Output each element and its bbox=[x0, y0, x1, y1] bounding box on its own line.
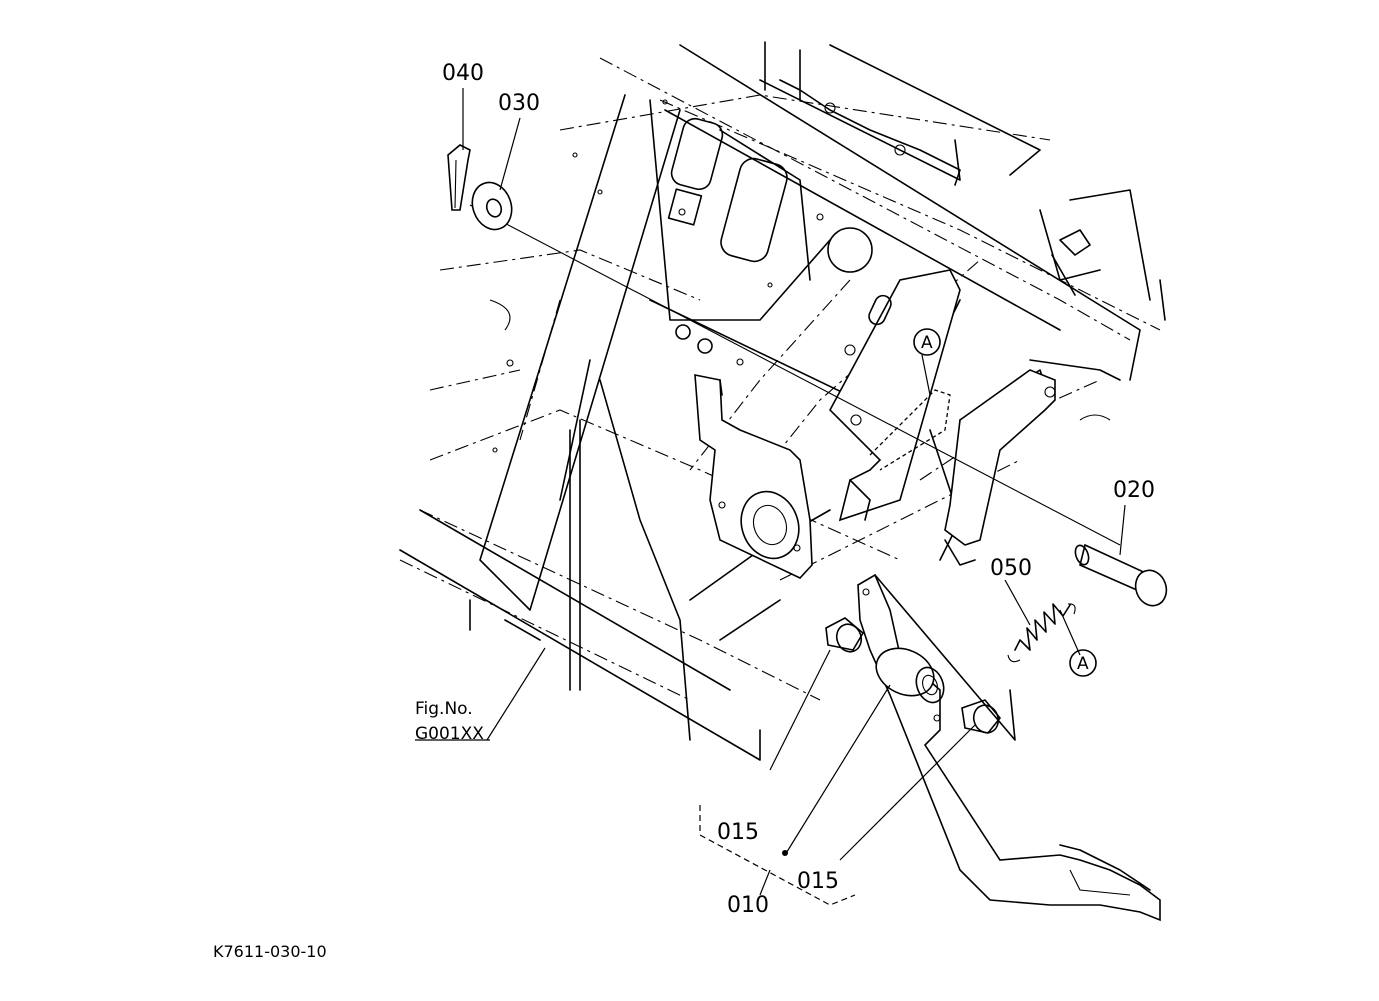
label-ref-a-upper: A bbox=[921, 333, 933, 353]
group-marker-dot bbox=[782, 850, 788, 856]
bushing-015-upper bbox=[825, 617, 865, 653]
return-spring-050 bbox=[1007, 603, 1076, 663]
label-020: 020 bbox=[1113, 478, 1155, 503]
label-fig-no: Fig.No. bbox=[415, 699, 473, 719]
pivot-pin-020 bbox=[1074, 543, 1168, 607]
panel-holes bbox=[489, 99, 1111, 453]
label-050: 050 bbox=[990, 556, 1032, 581]
pedal-010 bbox=[857, 573, 1161, 922]
label-015-upper: 015 bbox=[717, 820, 759, 845]
pivot-axis-line bbox=[469, 204, 1121, 546]
washer-030 bbox=[471, 181, 513, 231]
upper-plate bbox=[829, 269, 961, 522]
label-040: 040 bbox=[442, 61, 484, 86]
cotter-pin-040 bbox=[447, 144, 471, 211]
label-ref-a-lower: A bbox=[1077, 654, 1089, 674]
label-010: 010 bbox=[727, 893, 769, 918]
drawing-code: K7611-030-10 bbox=[213, 942, 327, 961]
label-fig-code: G001XX bbox=[415, 724, 484, 744]
frame-pin bbox=[779, 79, 1091, 296]
label-015-lower: 015 bbox=[797, 869, 839, 894]
pedal-bracket bbox=[694, 374, 813, 579]
ref-circle-a-upper bbox=[913, 328, 941, 356]
leader-lines bbox=[415, 88, 1126, 906]
spring-hook-bracket bbox=[944, 369, 1056, 566]
ref-circle-a-lower bbox=[1069, 649, 1097, 677]
label-030: 030 bbox=[498, 91, 540, 116]
